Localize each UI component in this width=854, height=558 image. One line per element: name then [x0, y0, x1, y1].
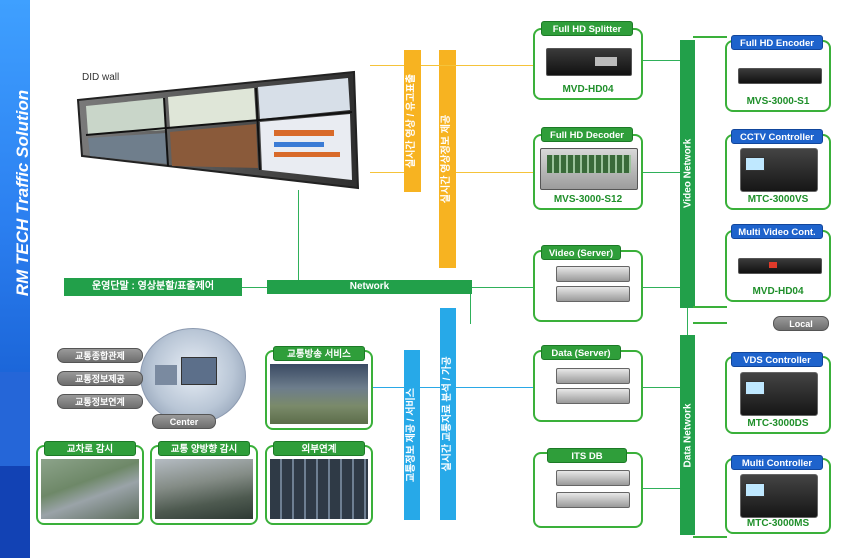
local-badge: Local	[773, 316, 829, 331]
traffic-broadcast-tag: 교통방송 서비스	[273, 346, 365, 361]
center-item-1: 교통정보제공	[57, 371, 143, 386]
side-title: RM TECH Traffic Solution	[13, 89, 32, 297]
center-image	[140, 328, 246, 424]
encoder-device	[738, 68, 822, 84]
data-server-device-2	[556, 388, 630, 404]
video-server-device-1	[556, 266, 630, 282]
realtime-video-info-bar	[439, 50, 456, 268]
multi-video-device	[738, 258, 822, 274]
its-db-tag: ITS DB	[547, 448, 627, 463]
vds-rack	[740, 372, 818, 416]
side-band	[0, 0, 30, 558]
operation-terminal-bar	[64, 278, 242, 296]
full-hd-decoder-model: MVS-3000-S12	[553, 194, 623, 205]
video-server-device-2	[556, 286, 630, 302]
its-db-device-1	[556, 470, 630, 486]
intersection-monitoring-photo	[41, 459, 139, 519]
multi-rack	[740, 474, 818, 518]
did-wall-image	[74, 70, 364, 190]
its-db-card	[533, 452, 643, 528]
intersection-monitoring-tag: 교차로 감시	[44, 441, 136, 456]
center-label: Center	[152, 414, 216, 429]
decoder-device	[540, 148, 638, 190]
full-hd-splitter-model: MVD-HD04	[562, 84, 614, 95]
multi-video-cont-model: MVD-HD04	[752, 286, 804, 297]
full-hd-decoder-tag: Full HD Decoder	[541, 127, 633, 142]
external-link-tag: 외부연계	[273, 441, 365, 456]
network-bar	[267, 280, 472, 294]
external-link-photo	[270, 459, 368, 519]
vds-controller-model: MTC-3000DS	[747, 418, 809, 429]
multi-controller-tag: Multi Controller	[731, 455, 823, 470]
data-server-tag: Data (Server)	[541, 345, 621, 360]
realtime-video-label: 실시간 영상 / 유고표출	[406, 74, 417, 168]
traffic-info-label: 교통정보 제공 / 서비스	[406, 388, 417, 482]
its-db-device-2	[556, 492, 630, 508]
realtime-video-bar	[404, 50, 421, 192]
cctv-controller-tag: CCTV Controller	[731, 129, 823, 144]
did-wall-label: DID wall	[82, 72, 120, 83]
traffic-info-bar	[404, 350, 420, 520]
cctv-controller-model: MTC-3000VS	[747, 194, 809, 205]
splitter-device	[546, 48, 632, 76]
realtime-video-info-label: 실시간 영상정보 제공	[441, 114, 452, 204]
full-hd-encoder-model: MVS-3000-S1	[746, 96, 810, 107]
multi-video-cont-tag: Multi Video Cont.	[731, 224, 823, 239]
traffic-broadcast-photo	[270, 364, 368, 424]
realtime-analysis-label: 실시간 교통자료 분석 / 가공	[442, 356, 453, 472]
video-server-tag: Video (Server)	[541, 245, 621, 260]
bidirectional-monitoring-photo	[155, 459, 253, 519]
cctv-rack	[740, 148, 818, 192]
center-item-0: 교통종합관제	[57, 348, 143, 363]
data-server-card	[533, 350, 643, 422]
video-network-bar	[680, 40, 695, 308]
data-server-device-1	[556, 368, 630, 384]
center-item-2: 교통정보연계	[57, 394, 143, 409]
network-label: Network	[349, 281, 390, 292]
vds-controller-tag: VDS Controller	[731, 352, 823, 367]
multi-controller-model: MTC-3000MS	[746, 518, 810, 529]
data-network-bar	[680, 335, 695, 535]
full-hd-splitter-tag: Full HD Splitter	[541, 21, 633, 36]
operation-terminal-label: 운영단말 : 영상분할/표출제어	[91, 281, 215, 292]
bidirectional-monitoring-tag: 교통 양방향 감시	[158, 441, 250, 456]
realtime-analysis-bar	[440, 308, 456, 520]
full-hd-encoder-tag: Full HD Encoder	[731, 35, 823, 50]
